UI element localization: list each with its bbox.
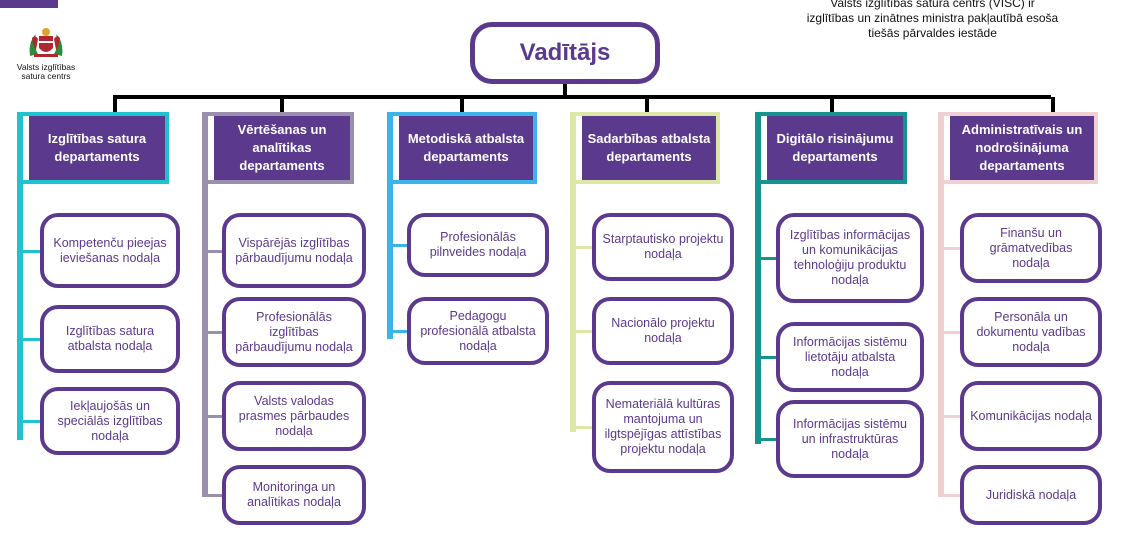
department-label: Izglītības satura departaments [29, 116, 165, 180]
department-drop-line [280, 97, 284, 112]
unit-box: Informācijas sistēmu lietotāju atbalsta … [776, 322, 924, 392]
unit-box: Nemateriālā kultūras mantojuma un ilgtsp… [592, 381, 734, 473]
department-spine-line [938, 112, 944, 497]
logo-text-line2: satura centrs [21, 71, 71, 81]
unit-connector-line [23, 420, 40, 423]
unit-box: Valsts valodas prasmes pārbaudes nodaļa [222, 381, 366, 451]
unit-connector-line [393, 244, 407, 247]
unit-connector-line [208, 250, 222, 253]
unit-connector-line [576, 426, 592, 429]
unit-connector-line [944, 247, 960, 250]
unit-connector-line [23, 250, 40, 253]
unit-connector-line [944, 331, 960, 334]
department-drop-line [645, 97, 649, 112]
unit-connector-line [208, 331, 222, 334]
unit-box: Informācijas sistēmu un infrastruktūras … [776, 400, 924, 478]
unit-box: Personāla un dokumentu vadības nodaļa [960, 297, 1102, 367]
department-label: Sadarbības atbalsta departaments [582, 116, 716, 180]
root-label: Vadītājs [519, 39, 611, 66]
unit-connector-line [393, 330, 407, 333]
institution-note: Valsts izglītības satura centrs (VISC) i… [755, 0, 1110, 41]
unit-connector-line [761, 438, 776, 441]
unit-box: Starptautisko projektu nodaļa [592, 213, 734, 281]
department-drop-line [830, 97, 834, 112]
department-box: Vērtēšanas un analītikas departaments [202, 112, 354, 184]
department-drop-line [1051, 97, 1055, 112]
top-accent-bar [0, 0, 58, 8]
unit-box: Izglītības satura atbalsta nodaļa [40, 305, 180, 373]
unit-box: Monitoringa un analītikas nodaļa [222, 465, 366, 525]
unit-box: Profesionālās izglītības pārbaudījumu no… [222, 297, 366, 367]
unit-box: Profesionālās pilnveides nodaļa [407, 213, 549, 277]
department-box: Sadarbības atbalsta departaments [570, 112, 720, 184]
unit-box: Vispārējās izglītības pārbaudījumu nodaļ… [222, 213, 366, 288]
unit-connector-line [944, 415, 960, 418]
department-spine-line [755, 112, 761, 444]
logo-text-line1: Valsts izglītības [16, 62, 76, 72]
unit-connector-line [576, 246, 592, 249]
root-connector [563, 84, 567, 96]
note-line1: Valsts izglītības satura centrs (VISC) i… [830, 0, 1035, 10]
department-drop-line [460, 97, 464, 112]
note-line2: izglītības un zinātnes ministra pakļautī… [806, 11, 1059, 25]
unit-box: Komunikācijas nodaļa [960, 381, 1102, 451]
department-spine-line [17, 112, 23, 440]
unit-connector-line [761, 356, 776, 359]
unit-box: Kompetenču pieejas ieviešanas nodaļa [40, 213, 180, 288]
note-line3: tiešās pārvaldes iestāde [868, 26, 997, 40]
department-label: Administratīvais un nodrošinājuma depart… [950, 116, 1094, 180]
department-box: Administratīvais un nodrošinājuma depart… [938, 112, 1098, 184]
unit-connector-line [761, 257, 776, 260]
unit-box: Izglītības informācijas un komunikācijas… [776, 213, 924, 303]
unit-box: Pedagogu profesionālā atbalsta nodaļa [407, 297, 549, 365]
unit-connector-line [944, 494, 960, 497]
department-box: Digitālo risinājumu departaments [755, 112, 907, 184]
org-horizontal-line [113, 95, 1051, 99]
unit-box: Juridiskā nodaļa [960, 465, 1102, 525]
department-box: Izglītības satura departaments [17, 112, 169, 184]
unit-box: Nacionālo projektu nodaļa [592, 297, 734, 365]
unit-connector-line [23, 338, 40, 341]
root-director-box: Vadītājs [470, 22, 660, 84]
department-spine-line [387, 112, 393, 339]
unit-connector-line [208, 494, 222, 497]
department-label: Metodiskā atbalsta departaments [399, 116, 533, 180]
unit-box: Finanšu un grāmatvedības nodaļa [960, 213, 1102, 283]
visc-logo: Valsts izglītības satura centrs [6, 26, 86, 81]
unit-connector-line [576, 330, 592, 333]
department-spine-line [202, 112, 208, 497]
department-box: Metodiskā atbalsta departaments [387, 112, 537, 184]
department-label: Vērtēšanas un analītikas departaments [214, 116, 350, 180]
coat-of-arms-icon [29, 28, 63, 57]
unit-box: Iekļaujošās un speciālās izglītības noda… [40, 387, 180, 455]
unit-connector-line [208, 415, 222, 418]
department-label: Digitālo risinājumu departaments [767, 116, 903, 180]
department-drop-line [113, 97, 117, 112]
department-spine-line [570, 112, 576, 432]
